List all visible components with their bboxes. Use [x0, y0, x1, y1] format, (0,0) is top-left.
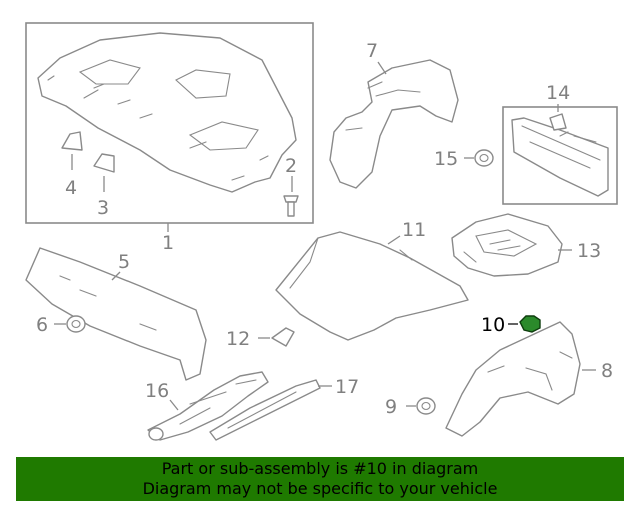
group-box-14	[502, 106, 618, 205]
part-3-clip[interactable]	[93, 153, 115, 192]
callout-2: 2	[285, 155, 297, 177]
part-2-bolt[interactable]	[283, 176, 299, 217]
part-8-side-trim[interactable]	[445, 321, 596, 437]
part-9-grommet[interactable]	[406, 397, 436, 415]
banner-line-1: Part or sub-assembly is #10 in diagram	[161, 459, 479, 478]
callout-6: 6	[36, 314, 48, 336]
info-banner: Part or sub-assembly is #10 in diagram D…	[16, 457, 624, 501]
part-4-clip[interactable]	[61, 131, 83, 170]
part-17-jack-handle[interactable]	[209, 379, 332, 441]
callout-1: 1	[162, 232, 174, 254]
callout-4: 4	[65, 177, 77, 199]
callout-14: 14	[546, 82, 570, 104]
banner-line-2: Diagram may not be specific to your vehi…	[142, 479, 498, 498]
parts-diagram: 1 2 3 4 5 6 7 8 9 10 11 12 13 14 15 16 1…	[25, 22, 618, 441]
part-7-trim[interactable]	[329, 59, 459, 189]
callout-8: 8	[601, 360, 613, 382]
callout-16: 16	[145, 380, 169, 402]
part-15-grommet[interactable]	[464, 149, 494, 167]
part-1-package-tray[interactable]	[37, 32, 297, 193]
part-16-jack[interactable]	[147, 371, 269, 441]
part-13-tool-tray[interactable]	[451, 213, 572, 277]
part-12-clip[interactable]	[258, 327, 295, 347]
callout-15: 15	[434, 148, 458, 170]
callout-5: 5	[118, 251, 130, 273]
callout-3: 3	[97, 197, 109, 219]
part-6-grommet[interactable]	[54, 315, 86, 333]
callout-17: 17	[335, 376, 359, 398]
part-14-panel[interactable]	[511, 104, 609, 197]
callout-10: 10	[481, 314, 505, 336]
part-5-trim-panel[interactable]	[25, 247, 207, 381]
callout-13: 13	[577, 240, 601, 262]
part-11-trunk-mat[interactable]	[275, 231, 469, 341]
callout-9: 9	[385, 396, 397, 418]
part-10-clip-highlighted[interactable]	[508, 315, 541, 333]
group-box-1	[25, 22, 314, 224]
callout-7: 7	[366, 40, 378, 62]
callout-11: 11	[402, 219, 426, 241]
callout-12: 12	[226, 328, 250, 350]
